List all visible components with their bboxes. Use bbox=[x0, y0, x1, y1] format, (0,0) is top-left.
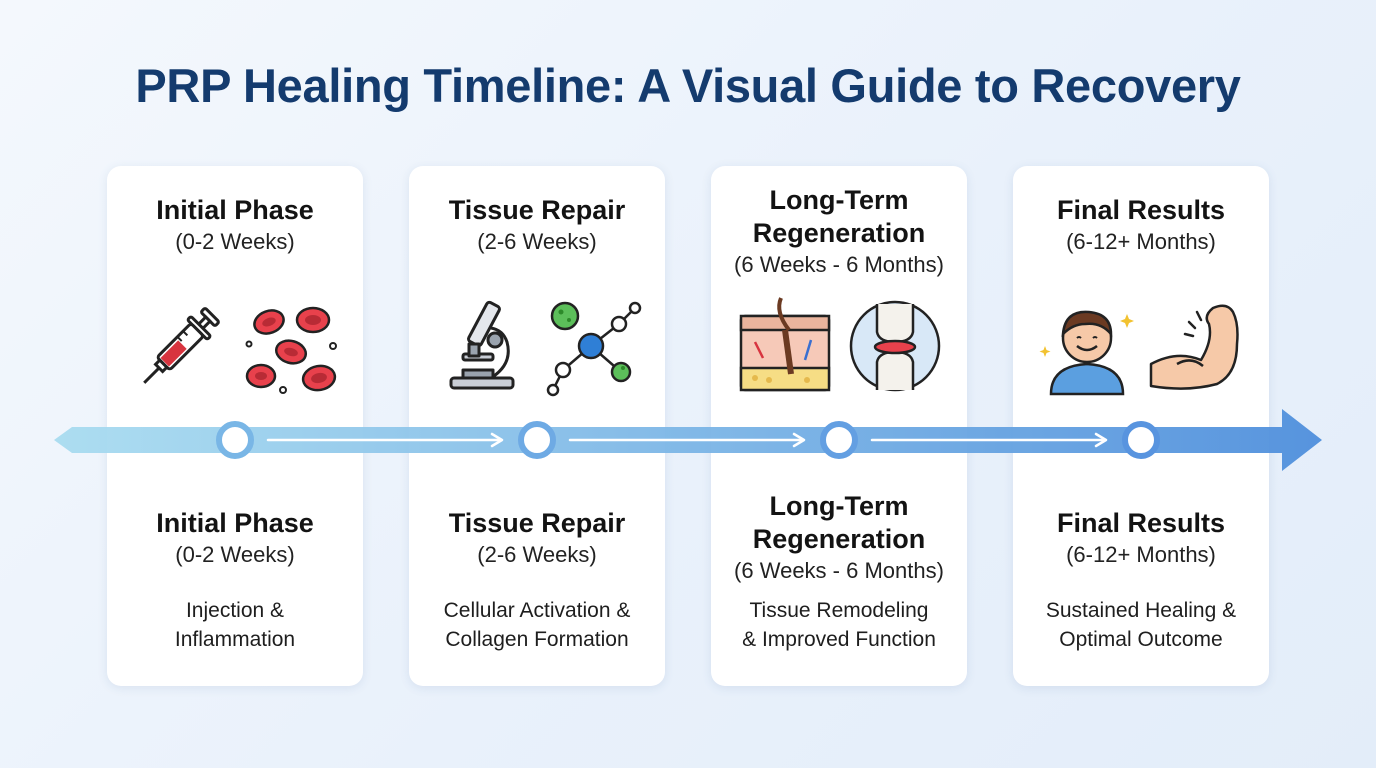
page-title: PRP Healing Timeline: A Visual Guide to … bbox=[135, 59, 1241, 112]
phase-title: Final Results bbox=[1056, 507, 1226, 538]
timeline-node bbox=[820, 421, 858, 459]
phase-title: Tissue Repair bbox=[448, 194, 626, 225]
phase-range: (6-12+ Months) bbox=[1066, 541, 1216, 567]
description-line: Inflammation bbox=[174, 628, 296, 651]
phase-header-top: Long-Term Regeneration (6 Weeks - 6 Mont… bbox=[711, 180, 967, 284]
phase-range: (0-2 Weeks) bbox=[175, 541, 295, 567]
timeline-node bbox=[518, 421, 556, 459]
molecules-icon bbox=[546, 301, 642, 397]
timeline-node bbox=[1122, 421, 1160, 459]
phase-icons bbox=[429, 294, 645, 404]
description-line: Injection & bbox=[185, 599, 285, 622]
timeline-node bbox=[216, 421, 254, 459]
phase-header-bottom: Initial Phase (0-2 Weeks) bbox=[107, 488, 363, 588]
skin-layers-icon bbox=[739, 297, 831, 392]
description-line: Optimal Outcome bbox=[1059, 628, 1223, 651]
phase-title: Long-Term bbox=[769, 185, 909, 215]
description-line: Cellular Activation & bbox=[443, 599, 631, 622]
phase-header-bottom: Final Results (6-12+ Months) bbox=[1013, 488, 1269, 588]
phase-header-bottom: Long-Term Regeneration (6 Weeks - 6 Mont… bbox=[711, 488, 967, 588]
description-line: Sustained Healing & bbox=[1045, 599, 1237, 622]
phase-title: Final Results bbox=[1056, 194, 1226, 225]
description-line: Tissue Remodeling bbox=[749, 599, 929, 622]
phase-title: Initial Phase bbox=[156, 194, 314, 225]
phase-description: Tissue Remodeling & Improved Function bbox=[711, 596, 967, 654]
phase-range: (6 Weeks - 6 Months) bbox=[734, 558, 944, 583]
phase-range: (6 Weeks - 6 Months) bbox=[734, 252, 944, 277]
flexed-arm-icon bbox=[1149, 304, 1239, 390]
red-blood-cells-icon bbox=[245, 306, 337, 394]
timeline-connectors bbox=[266, 432, 1108, 448]
phase-range: (6-12+ Months) bbox=[1066, 228, 1216, 254]
phase-header-bottom: Tissue Repair (2-6 Weeks) bbox=[409, 488, 665, 588]
phase-title: Regeneration bbox=[752, 524, 926, 554]
phase-title: Tissue Repair bbox=[448, 507, 626, 538]
phase-title: Long-Term bbox=[769, 491, 909, 521]
phase-description: Injection & Inflammation bbox=[107, 596, 363, 654]
phase-card-long-term: Long-Term Regeneration (6 Weeks - 6 Mont… bbox=[711, 166, 967, 686]
phase-header-top: Tissue Repair (2-6 Weeks) bbox=[409, 166, 665, 284]
phase-title: Initial Phase bbox=[156, 507, 314, 538]
description-line: Collagen Formation bbox=[445, 628, 629, 651]
phase-range: (0-2 Weeks) bbox=[175, 228, 295, 254]
phase-range: (2-6 Weeks) bbox=[477, 541, 597, 567]
knee-joint-icon bbox=[849, 300, 941, 392]
timeline-nodes bbox=[216, 421, 1160, 459]
phase-header-top: Initial Phase (0-2 Weeks) bbox=[107, 166, 363, 284]
syringe-icon bbox=[143, 307, 220, 384]
description-line: & Improved Function bbox=[742, 628, 936, 651]
phase-icons bbox=[1033, 294, 1249, 404]
phase-icons bbox=[731, 294, 947, 404]
phase-range: (2-6 Weeks) bbox=[477, 228, 597, 254]
phase-header-top: Final Results (6-12+ Months) bbox=[1013, 166, 1269, 284]
phase-description: Cellular Activation & Collagen Formation bbox=[409, 596, 665, 654]
phase-card-tissue-repair: Tissue Repair (2-6 Weeks) bbox=[409, 166, 665, 686]
phase-icons bbox=[127, 294, 343, 404]
phase-title: Regeneration bbox=[752, 218, 926, 248]
phase-description: Sustained Healing & Optimal Outcome bbox=[1013, 596, 1269, 654]
microscope-icon bbox=[449, 300, 515, 390]
happy-person-icon bbox=[1039, 310, 1134, 396]
